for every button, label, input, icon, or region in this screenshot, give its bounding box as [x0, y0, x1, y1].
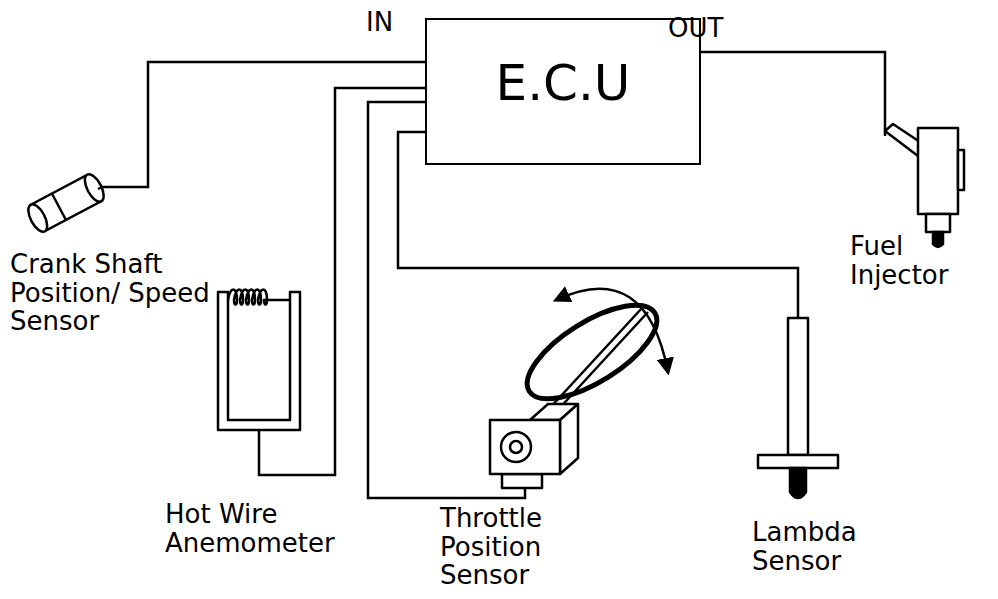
hot-wire-coil: [228, 290, 290, 305]
component-label: Throttle Position Sensor: [440, 504, 590, 590]
signal-label: IN: [366, 8, 393, 37]
sensor: Lambda Sensor: [758, 318, 838, 502]
fuel-injector-symbol: [885, 124, 964, 247]
sensor: Crank Shaft Position/ Speed Sensor: [30, 170, 102, 235]
ecu-box: E.C.U: [425, 18, 701, 165]
sensor: Hot Wire Anemometer: [218, 290, 300, 430]
lambda-sensor-symbol: [758, 318, 838, 498]
crank-sensor-symbol: [25, 171, 108, 234]
sensor: Throttle Position Sensor: [488, 398, 562, 488]
signal-label: OUT: [668, 14, 723, 43]
anemometer-housing: [218, 292, 300, 430]
throttle-symbol: [490, 287, 671, 488]
signal-wire: [701, 52, 885, 136]
component-label: Fuel Injector: [850, 232, 995, 289]
actuator: Fuel Injector: [885, 128, 960, 248]
component-label: Hot Wire Anemometer: [165, 500, 365, 557]
component-label: Lambda Sensor: [752, 518, 912, 575]
sensor-lead: [98, 187, 102, 189]
signal-wire: [259, 88, 425, 475]
box-title: E.C.U: [427, 20, 699, 111]
signal-wire: [102, 62, 425, 187]
component-label: Crank Shaft Position/ Speed Sensor: [10, 250, 240, 336]
